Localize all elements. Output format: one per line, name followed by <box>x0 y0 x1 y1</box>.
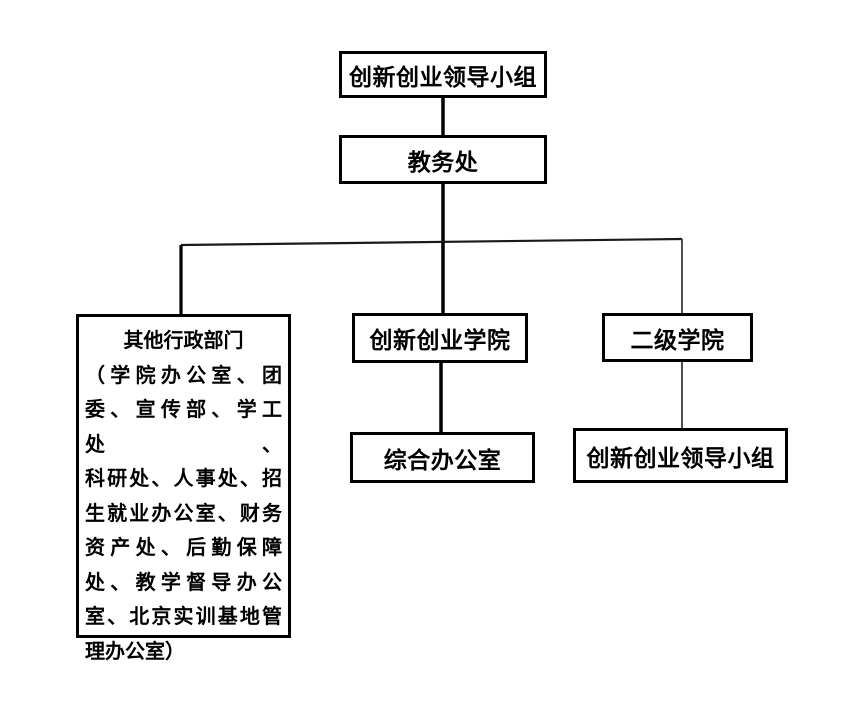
node-academic-affairs-office-label: 教务处 <box>407 148 479 175</box>
node-secondary-leadership-group-label: 创新创业领导小组 <box>586 444 775 471</box>
connector-branch-horizontal <box>180 237 683 247</box>
other-admin-line: 室、北京实训基地管 <box>85 606 282 628</box>
other-admin-line: 处、教学督导办公 <box>85 571 282 594</box>
other-admin-line: 其他行政部门 <box>123 330 244 352</box>
other-admin-line: 生就业办公室、财务 <box>85 502 282 525</box>
other-admin-line: （学院办公室、团 <box>85 364 282 387</box>
node-innovation-leadership-group: 创新创业领导小组 <box>339 51 547 98</box>
node-secondary-leadership-group: 创新创业领导小组 <box>573 428 788 483</box>
node-innovation-college-label: 创新创业学院 <box>369 327 511 353</box>
node-other-admin-departments: 其他行政部门 （学院办公室、团 委、宣传部、学工处、 科研处、人事处、招 生就业… <box>76 314 291 663</box>
other-admin-line: 理办公室） <box>85 640 185 663</box>
other-admin-line: 资产处、后勤保障 <box>85 537 282 559</box>
node-secondary-colleges-label: 二级学院 <box>630 326 725 353</box>
other-admin-line: 委、宣传部、学工处、 <box>85 399 282 456</box>
other-admin-line: 科研处、人事处、招 <box>85 468 282 490</box>
node-innovation-leadership-group-label: 创新创业领导小组 <box>349 63 537 90</box>
node-general-office-label: 综合办公室 <box>383 446 502 473</box>
node-secondary-colleges: 二级学院 <box>602 313 753 362</box>
node-innovation-college: 创新创业学院 <box>352 313 528 363</box>
node-academic-affairs-office: 教务处 <box>339 135 547 184</box>
node-general-office: 综合办公室 <box>350 432 535 483</box>
